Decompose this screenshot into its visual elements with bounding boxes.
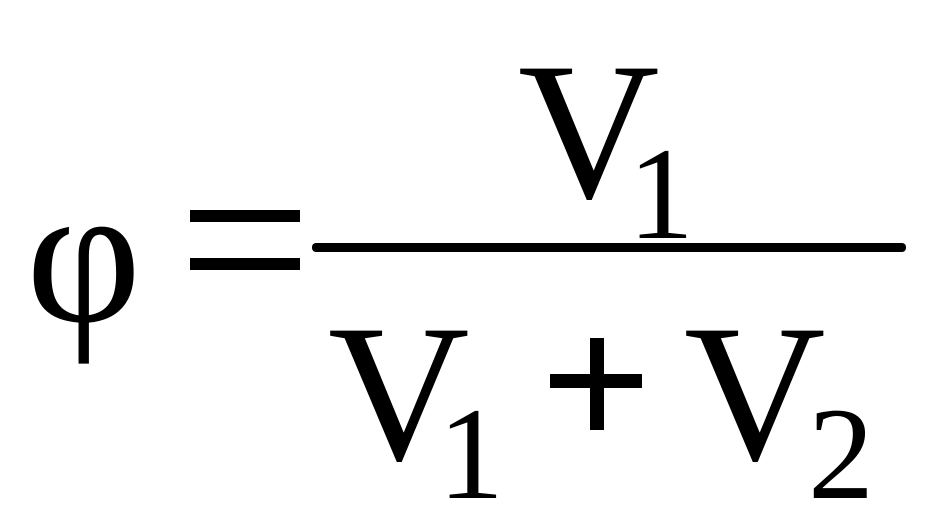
numerator-subscript: 1: [628, 120, 694, 267]
fraction-bar: [312, 243, 906, 252]
denominator-term2-variable: V: [684, 285, 826, 502]
plus-vertical: [590, 338, 604, 430]
denominator-term1-subscript: 1: [438, 380, 504, 527]
equals-bar-top: [190, 210, 300, 222]
equals-sign: [190, 210, 300, 270]
phi-symbol: φ: [26, 144, 142, 365]
equals-bar-bottom: [190, 258, 300, 270]
denominator-term1-variable: V: [328, 285, 470, 502]
numerator-variable: V: [518, 23, 660, 240]
plus-sign: [550, 338, 642, 430]
denominator-term2-subscript: 2: [808, 380, 874, 527]
